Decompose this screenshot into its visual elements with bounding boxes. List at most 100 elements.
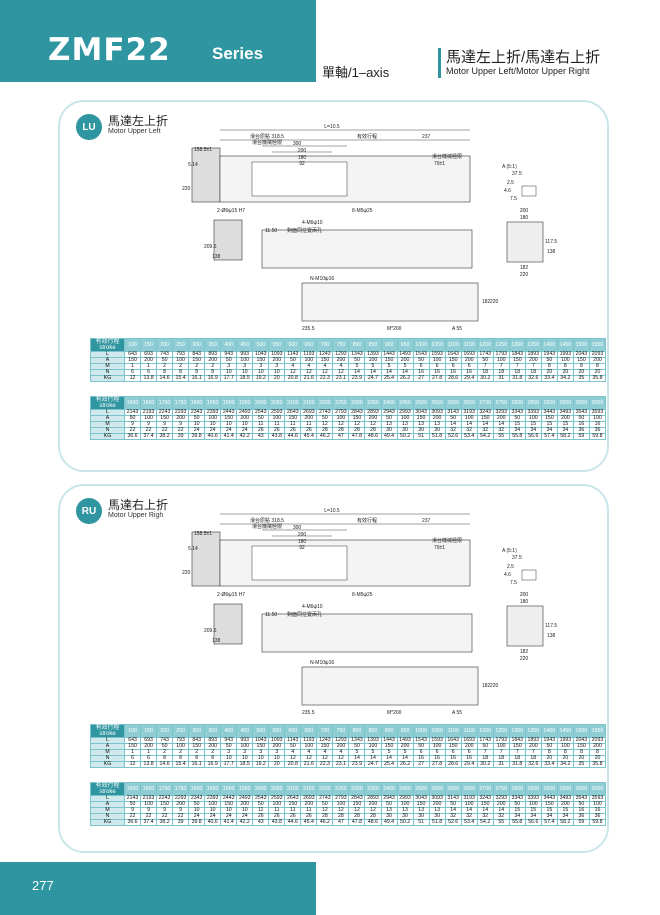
motor-side [213,603,243,645]
dimension-label: 92 [299,545,305,551]
stroke-value: 1350 [524,338,542,352]
stroke-value: 1350 [524,724,542,738]
table-cell: 48.6 [364,433,382,440]
table-cell: 59 [572,819,590,826]
dimension-label: 220 [490,683,499,689]
dimension-label: M*200 [387,326,402,332]
stroke-value: 1300 [508,724,526,738]
stroke-value: 2400 [380,396,398,410]
table-cell: 17.7 [220,761,238,768]
table-cell: 53.4 [460,433,478,440]
dimension-label: 209.5 [204,628,217,634]
stroke-value: 1300 [508,338,526,352]
dimension-label: 180 [298,539,307,545]
detail-a [521,185,537,197]
table-cell: 28.6 [444,761,462,768]
stroke-value: 1900 [220,782,238,796]
table-cell: 57.4 [540,819,558,826]
table-cell: 36.6 [123,433,142,440]
dimension-label: 220 [490,299,499,305]
table-cell: 19.2 [252,761,270,768]
stroke-value: 2700 [476,782,494,796]
stroke-value: 1600 [123,782,142,796]
table-cell: 16.1 [188,375,206,382]
stroke-value: 700 [316,338,334,352]
dimension-label: 200 [520,592,529,598]
table-cell: 33.4 [540,761,558,768]
table-cell: 23.1 [332,375,350,382]
base-plate [301,666,479,706]
dimension-label: 200 [298,532,307,538]
dimension-label: 5.14 [188,162,198,168]
table-cell: 56.6 [524,433,542,440]
stroke-value: 2900 [540,782,558,796]
table-cell: 15.4 [172,761,190,768]
motor-side [213,219,243,261]
stroke-value: 100 [123,724,142,738]
stroke-value: 2800 [508,396,526,410]
table-cell: 43 [252,819,270,826]
stroke-value: 1850 [204,782,222,796]
table-cell: 42.2 [236,819,254,826]
dimension-label: 7.5 [510,196,517,202]
table-cell: 20 [268,761,286,768]
dimension-label: 11.50 [265,228,277,234]
dimension-label: A (5:1) [502,548,517,554]
stroke-value: 950 [396,338,414,352]
stroke-value: 2550 [428,396,446,410]
stroke-value: 2950 [556,782,574,796]
dimension-label: 200 [520,208,529,214]
table-cell: 18.5 [236,761,254,768]
stroke-value: 2350 [364,782,382,796]
table-cell: 17.7 [220,375,238,382]
row-label: KG [90,375,125,382]
dimension-label: 235.5 [302,710,315,716]
actuator-side [261,229,473,269]
table-cell: 47 [332,433,350,440]
dimension-label: 滑台機械極限 [252,523,282,530]
dimension-label: 300 [293,141,302,147]
stroke-value: 500 [252,338,270,352]
stroke-value: 1700 [156,396,174,410]
stroke-value: 3000 [572,396,590,410]
table-cell: 55 [492,819,510,826]
dimension-label: 138 [212,638,221,644]
table-cell: 35.8 [588,375,607,382]
dimension-label: 2.5 [507,564,514,570]
table-cell: 59.8 [588,819,607,826]
stroke-value: 1000 [412,724,430,738]
dimension-label: L=10.5 [324,508,340,514]
table-cell: 52.6 [444,433,462,440]
section-title-en: Motor Upper Left/Motor Upper Right [446,66,590,76]
stroke-value: 250 [172,338,190,352]
dimension-label: 對面同位置兩孔 [287,227,322,234]
stroke-value: 200 [156,338,174,352]
table-cell: 55 [492,433,510,440]
dimension-label: 8-M5ψ25 [352,592,373,598]
stroke-value: 2900 [540,396,558,410]
dimension-label: 182 [482,299,491,305]
dimension-label: A 55 [452,710,462,716]
dimension-label: 2.5 [507,180,514,186]
table-cell: 25.4 [380,761,398,768]
table-cell: 51 [412,433,430,440]
stroke-value: 550 [268,724,286,738]
stroke-value: 750 [332,338,350,352]
stroke-value: 2150 [300,782,318,796]
stroke-value: 2400 [380,782,398,796]
table-cell: 58.2 [556,819,574,826]
table-cell: 54.2 [476,433,494,440]
end-view [506,221,544,263]
table-cell: 51.8 [428,819,446,826]
table-cell: 41.4 [220,819,238,826]
